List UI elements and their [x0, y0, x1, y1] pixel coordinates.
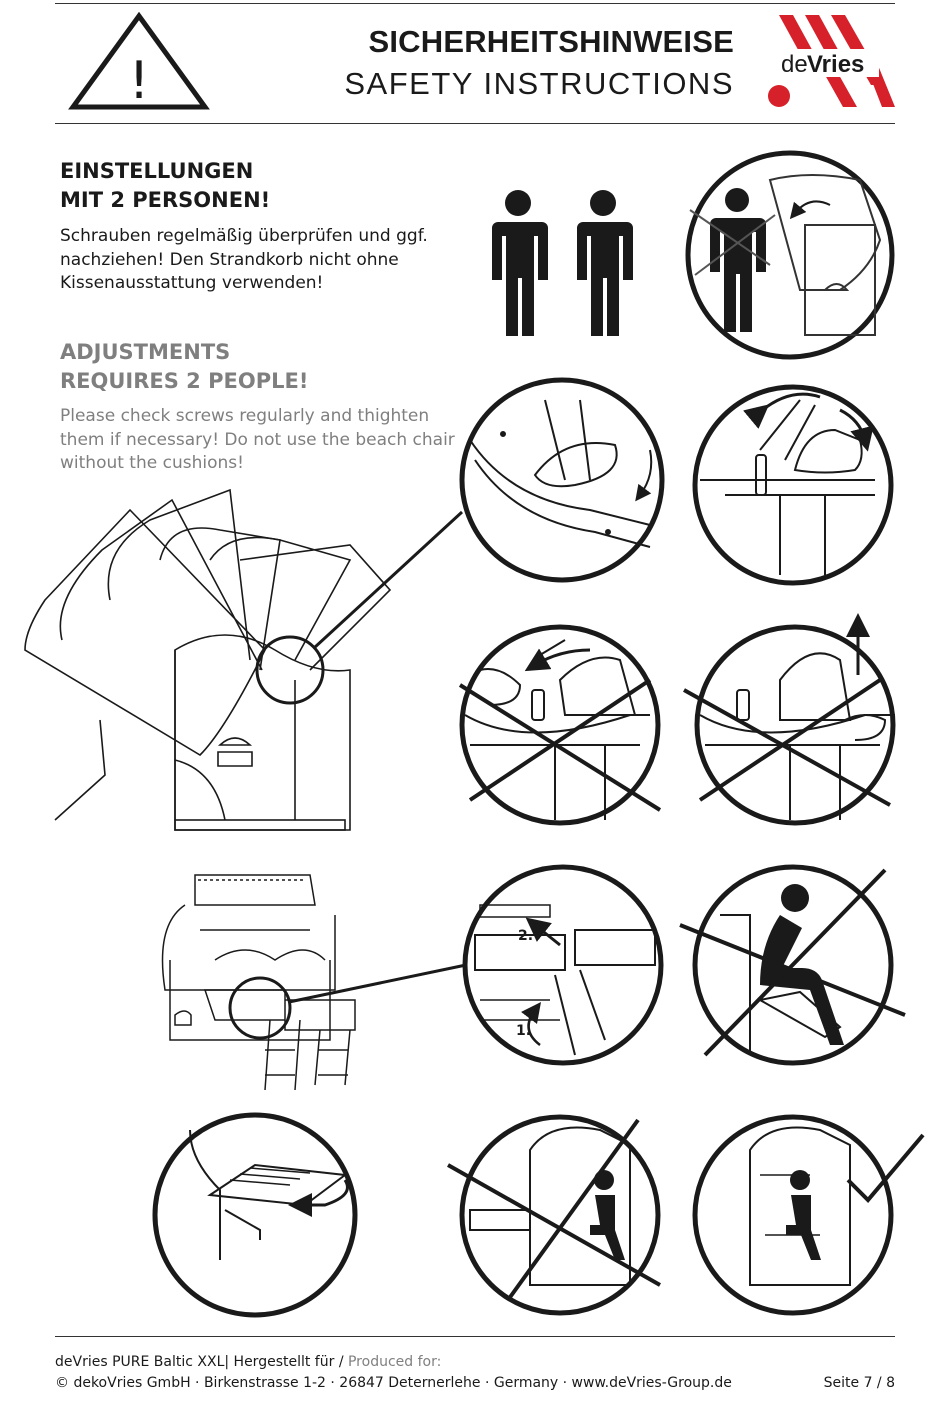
hand-grip-correct [692, 384, 894, 586]
beach-chair-adjust-drawing [24, 488, 464, 831]
section-text-de-line1: Schrauben regelmäßig überprüfen und ggf. [60, 226, 428, 246]
section-title-en: ADJUSTMENTS REQUIRES 2 PEOPLE! [60, 338, 308, 396]
logo-text-de: de [781, 51, 808, 78]
footer-produced-for: Produced for: [347, 1354, 442, 1370]
section-title-en-line2: REQUIRES 2 PEOPLE! [60, 369, 309, 393]
section-text-de: Schrauben regelmäßig überprüfen und ggf.… [60, 225, 440, 296]
section-text-en-line2: them if necessary! Do not use the beach … [60, 429, 455, 450]
beach-chair-footrest-drawing [161, 874, 467, 1091]
section-text-en: Please check screws regularly and thight… [60, 405, 460, 476]
footer-address: © dekoVries GmbH · Birkenstrasse 1-2 · 2… [55, 1375, 732, 1391]
page-title-de: SICHERHEITSHINWEISE [368, 24, 734, 59]
warning-triangle-icon: ! [68, 12, 210, 111]
header-rule [55, 123, 895, 124]
warning-mark: ! [129, 51, 150, 111]
devries-logo: de Vries [768, 15, 895, 107]
page-title-en: SAFETY INSTRUCTIONS [344, 66, 734, 101]
step-label-1: 1. [516, 1023, 531, 1039]
hand-grip-wrong-2 [683, 613, 896, 826]
section-title-en-line1: ADJUSTMENTS [60, 340, 231, 364]
correct-position-check [692, 1114, 925, 1316]
logo-text-vries: Vries [807, 51, 864, 78]
side-table-fold [152, 1112, 358, 1318]
footer-product-line: deVries PURE Baltic XXL| Hergestellt für… [55, 1354, 441, 1370]
section-text-en-line1: Please check screws regularly and thight… [60, 406, 430, 426]
footer-rule [55, 1336, 895, 1337]
top-rule [55, 3, 895, 4]
section-text-en-line3: without the cushions! [60, 453, 244, 473]
two-people-icon [492, 190, 633, 336]
section-title-de: EINSTELLUNGEN MIT 2 PERSONEN! [60, 157, 270, 215]
footer-product: deVries PURE Baltic XXL| Hergestellt für… [55, 1354, 348, 1370]
page-number: Seite 7 / 8 [823, 1375, 895, 1391]
footrest-extend: 2. 1. [462, 864, 664, 1066]
hand-grip-wrong-1 [458, 624, 662, 826]
wrong-position-crossed [447, 1114, 661, 1316]
section-text-de-line3: Kissenausstattung verwenden! [60, 273, 324, 293]
one-person-crossed-icon [685, 150, 895, 360]
section-title-de-line2: MIT 2 PERSONEN! [60, 188, 271, 212]
section-title-de-line1: EINSTELLUNGEN [60, 159, 254, 183]
section-text-de-line2: nachziehen! Den Strandkorb nicht ohne [60, 249, 399, 270]
strap-detail [459, 377, 665, 583]
step-label-2: 2. [518, 928, 533, 944]
no-sitting-on-footrest [679, 864, 906, 1066]
